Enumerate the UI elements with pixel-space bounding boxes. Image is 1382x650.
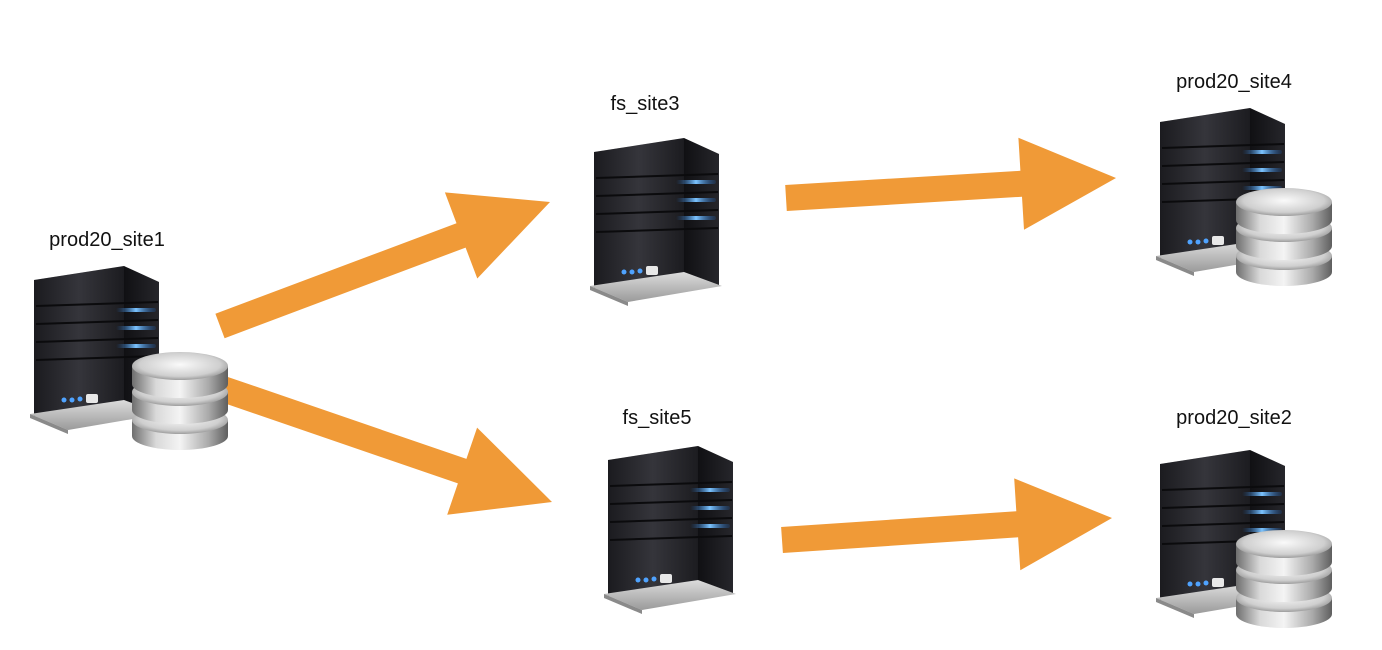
database-icon [1236, 188, 1332, 286]
node-label-prod20-site4: prod20_site4 [1176, 71, 1292, 93]
node-label-prod20-site1: prod20_site1 [49, 229, 165, 251]
server-icon [589, 137, 723, 307]
edges-layer [215, 137, 1116, 571]
node-prod20-site1 [29, 265, 228, 450]
arrow-site1-to-site3 [215, 192, 550, 339]
server-icon [603, 445, 737, 615]
arrow-site1-to-site5 [215, 375, 553, 515]
node-label-fs-site3: fs_site3 [611, 93, 680, 115]
node-fs-site5 [603, 445, 737, 615]
node-label-prod20-site2: prod20_site2 [1176, 407, 1292, 429]
arrow-site3-to-site4 [785, 137, 1116, 230]
database-icon [1236, 530, 1332, 628]
node-fs-site3 [589, 137, 723, 307]
database-icon [132, 352, 228, 450]
node-prod20-site2 [1155, 449, 1332, 628]
node-label-fs-site5: fs_site5 [623, 407, 692, 429]
node-prod20-site4 [1155, 107, 1332, 286]
arrow-site5-to-site2 [781, 478, 1112, 571]
